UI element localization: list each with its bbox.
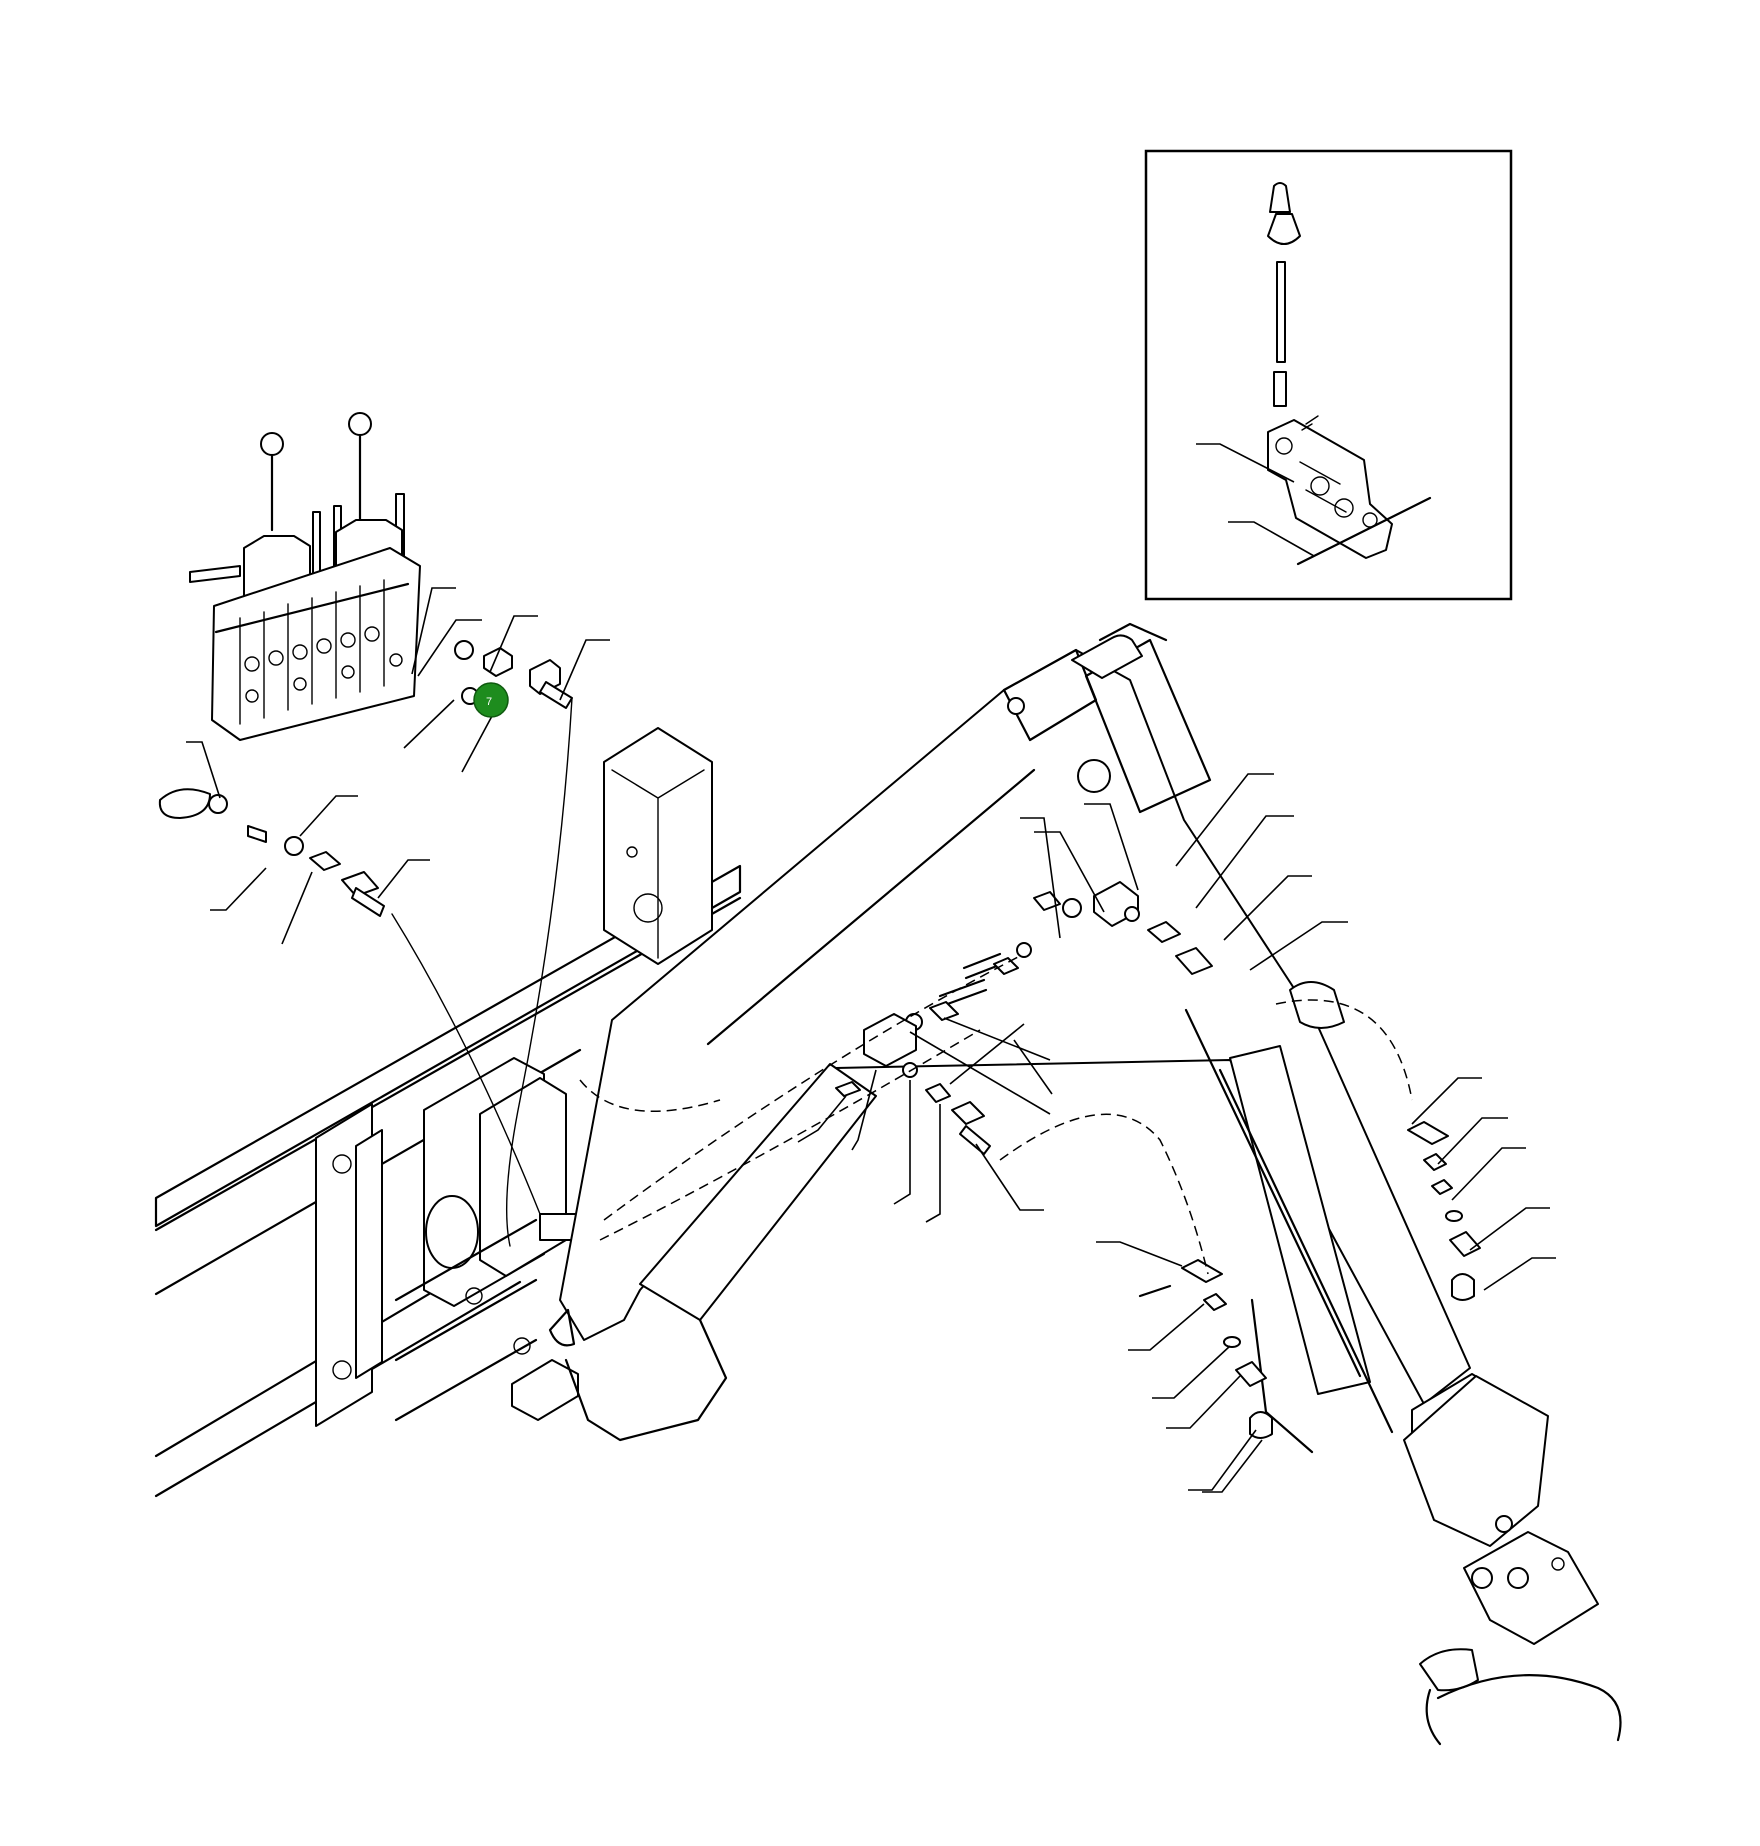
backhoe-mounting-frame (154, 727, 742, 1498)
callout-lines (186, 587, 1556, 1493)
part-7-label: 7 (486, 696, 492, 708)
inset-lever-rod (1276, 261, 1286, 363)
inset-callout-1 (1196, 443, 1295, 483)
inset-tie-rod (1296, 496, 1432, 566)
inset-lever-knob (1269, 182, 1291, 213)
control-valve-bank (189, 412, 421, 741)
loader-boom (548, 622, 1622, 1746)
inset-callout-2 (1228, 521, 1315, 557)
part-7-marker[interactable] (473, 682, 509, 718)
inset-detail (1144, 149, 1513, 601)
inset-lever-pin (1273, 371, 1287, 407)
inset-lever-boot (1267, 213, 1301, 245)
hydraulic-hoses (391, 697, 1413, 1275)
inset-valve-section (1267, 419, 1393, 559)
part-7-hotspot[interactable]: 7 (473, 682, 509, 718)
